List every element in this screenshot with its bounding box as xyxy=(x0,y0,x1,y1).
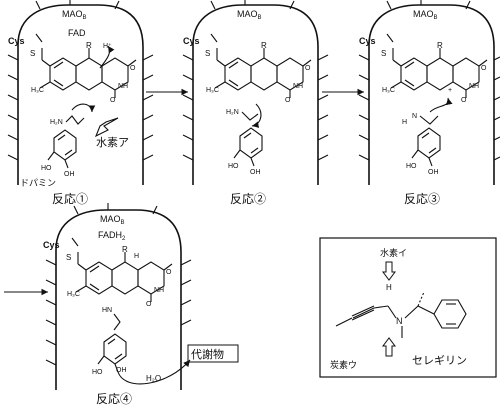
cofactor-label-4: FADH2 xyxy=(98,230,126,242)
reaction-4-label: 反応④ xyxy=(96,392,132,406)
ho-3: HO xyxy=(406,163,417,170)
enzyme-label-2: MAOB xyxy=(237,9,262,21)
h3c-3: H₃C xyxy=(382,87,395,94)
reaction-2-label: 反応② xyxy=(230,192,266,206)
ho-4: HO xyxy=(92,369,103,376)
carbon-u-label: 炭素ウ xyxy=(330,359,357,371)
oxygen-1: O xyxy=(130,65,136,72)
hydrogen-i-label: 水素イ xyxy=(380,247,407,259)
reaction-1-label: 反応① xyxy=(52,192,88,206)
hn-4: HN xyxy=(102,307,112,314)
h2n-1: H₂N xyxy=(50,119,63,126)
metabolite-label: 代謝物 xyxy=(191,347,224,361)
oxygen-2b: O xyxy=(285,97,291,104)
water-label: H₂O xyxy=(146,374,161,383)
cys-label-1: Cys xyxy=(8,36,25,46)
nh-2: NH xyxy=(293,83,303,90)
h-selegiline: H xyxy=(386,283,392,292)
oh-2: OH xyxy=(250,169,261,176)
oxygen-3: O xyxy=(481,65,487,72)
reaction-4-panel: MAOB FADH2 Cys S R H₃C O NH O H HN HO OH… xyxy=(43,203,239,406)
oh-1: OH xyxy=(64,171,75,178)
oh-4: OH xyxy=(116,367,127,374)
enzyme-label-4: MAOB xyxy=(100,214,125,226)
enzyme-label-3: MAOB xyxy=(413,9,438,21)
s-atom-2: S xyxy=(205,49,210,58)
h3c-4: H₃C xyxy=(67,291,80,298)
selegiline-label: セレギリン xyxy=(412,354,467,367)
reaction-1-panel: MAOB FAD Cys S R H⁺ H₃C O NH O H₂N HO OH… xyxy=(7,0,154,206)
ho-2: HO xyxy=(228,163,239,170)
n-3: N xyxy=(412,113,417,120)
cys-label-4: Cys xyxy=(43,240,60,250)
reaction-2-panel: MAOB Cys S R H₃C O NH O H₂N HO OH 反応② xyxy=(182,0,329,206)
nh-1: NH xyxy=(118,83,128,90)
enzyme-label-1: MAOB xyxy=(62,9,87,21)
h-plus-1: H⁺ xyxy=(103,43,112,50)
r-group-1: R xyxy=(86,41,92,50)
reaction-3-panel: MAOB Cys S R H₃C O NH O + H N HO OH 反応③ xyxy=(358,0,500,206)
h2n-2: H₂N xyxy=(226,109,239,116)
oxygen-4: O xyxy=(166,269,172,276)
nh-4: NH xyxy=(154,287,164,294)
r-group-3: R xyxy=(437,41,443,50)
oxygen-2: O xyxy=(305,65,311,72)
oxygen-4b: O xyxy=(146,301,152,308)
s-atom-4: S xyxy=(66,253,71,262)
plus-charge-3: + xyxy=(448,87,452,94)
hydrogen-a-label: 水素ア xyxy=(96,136,129,149)
ho-1: HO xyxy=(41,165,52,172)
h-3: H xyxy=(402,119,407,126)
h-4: H xyxy=(134,253,139,260)
reaction-3-label: 反応③ xyxy=(404,192,440,206)
oh-3: OH xyxy=(428,169,439,176)
n-selegiline: N xyxy=(396,316,403,326)
nh-3: NH xyxy=(469,83,479,90)
cofactor-label-1: FAD xyxy=(68,28,86,38)
r-group-2: R xyxy=(261,41,267,50)
h3c-2: H₃C xyxy=(206,87,219,94)
cys-label-2: Cys xyxy=(183,36,200,46)
dopamine-label: ドパミン xyxy=(20,178,56,189)
r-group-4: R xyxy=(122,245,128,254)
cys-label-3: Cys xyxy=(359,36,376,46)
s-atom-3: S xyxy=(381,49,386,58)
oxygen-3b: O xyxy=(461,97,467,104)
s-atom-1: S xyxy=(30,49,35,58)
selegiline-box: 水素イ H N 炭素ウ セレギリン xyxy=(319,237,497,378)
oxygen-1b: O xyxy=(110,97,116,104)
h3c-1: H₃C xyxy=(31,87,44,94)
